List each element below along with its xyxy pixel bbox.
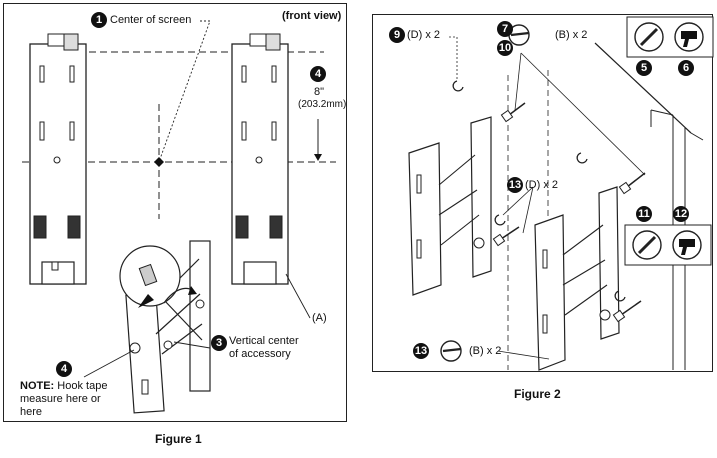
measure-mm: (203.2mm) <box>298 99 347 110</box>
callout-13-bottom-text: (B) x 2 <box>469 345 502 357</box>
hook-leader <box>83 349 135 378</box>
callout-badge-13-top: 13 <box>507 177 523 193</box>
figure-2-panel: 9 (D) x 2 7 (B) x 2 10 5 6 13 (D) x 2 11… <box>372 14 714 372</box>
center-marker <box>154 157 164 167</box>
screws <box>452 80 646 323</box>
callout-badge-12: 12 <box>673 206 689 222</box>
drill-icon <box>672 230 702 260</box>
pencil-icon <box>632 230 662 260</box>
callout-badge-11: 11 <box>636 206 652 222</box>
callout-9-text: (D) x 2 <box>407 29 440 41</box>
note-line1: NOTE: Hook tape <box>20 380 107 392</box>
callout-badge-4-measure: 4 <box>310 66 326 82</box>
callout-badge-5: 5 <box>636 60 652 76</box>
drill-icon <box>674 22 704 52</box>
upper-bracket <box>408 116 492 296</box>
callout-badge-9: 9 <box>389 27 405 43</box>
callout-1-leader <box>159 20 211 160</box>
figure-1-caption: Figure 1 <box>155 432 202 446</box>
lower-bracket <box>534 186 620 371</box>
callout-badge-7: 7 <box>497 21 513 37</box>
view-label: (front view) <box>282 10 342 22</box>
figure-2-drawing <box>408 16 714 371</box>
callout-badge-4-note: 4 <box>56 361 72 377</box>
measure-inches: 8" <box>314 86 325 98</box>
note-line2: measure here or <box>20 393 101 405</box>
figure-1-panel: 1 Center of screen (front view) 4 8" (20… <box>3 3 347 422</box>
figure-2-caption: Figure 2 <box>514 387 561 401</box>
callout-3-line2: of accessory <box>229 348 291 360</box>
pencil-icon <box>634 22 664 52</box>
torque-wrench-icon <box>440 340 462 362</box>
note-line3: here <box>20 406 43 418</box>
note-label: NOTE: <box>20 380 55 392</box>
leader-lines <box>449 36 646 360</box>
callout-1-text: Center of screen <box>110 14 192 26</box>
callout-7-text: (B) x 2 <box>555 29 588 41</box>
magnified-part <box>138 263 158 287</box>
left-wall-bracket <box>29 33 87 285</box>
callout-badge-13-bottom: 13 <box>413 343 429 359</box>
right-wall-bracket <box>231 33 289 285</box>
part-a-leader <box>285 273 311 319</box>
callout-3-line1: Vertical center <box>229 335 299 347</box>
callout-13-top-text: (D) x 2 <box>525 179 558 191</box>
callout-3-leader <box>173 341 211 349</box>
callout-badge-10: 10 <box>497 40 513 56</box>
figure-1-drawing <box>22 20 336 414</box>
magnifier-pointer <box>138 294 154 308</box>
callout-badge-1: 1 <box>91 12 107 28</box>
measure-arrow-head <box>314 154 322 161</box>
callout-badge-3: 3 <box>211 335 227 351</box>
callout-badge-6: 6 <box>678 60 694 76</box>
note-text-1: Hook tape <box>54 380 108 392</box>
part-a-label: (A) <box>312 312 327 324</box>
